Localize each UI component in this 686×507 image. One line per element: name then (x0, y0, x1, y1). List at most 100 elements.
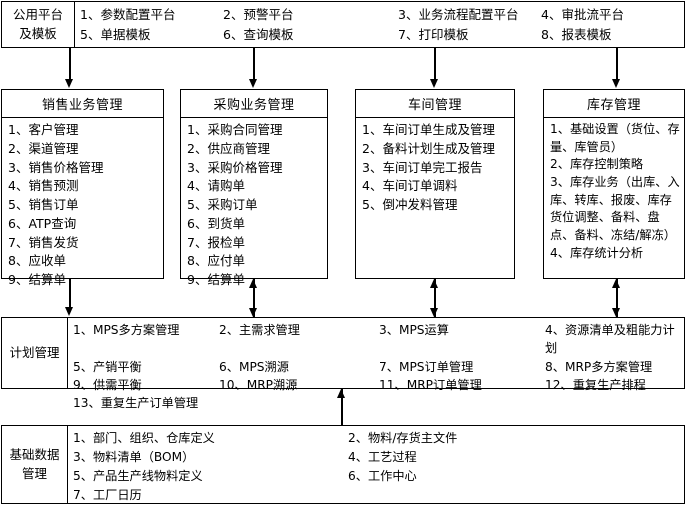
module-item: 1、采购合同管理 (187, 122, 283, 137)
platform-to-inventory-arrow (612, 79, 620, 88)
module-item: 4、库存统计分析 (550, 245, 644, 260)
public-platform-items: 1、参数配置平台 2、预警平台 3、业务流程配置平台 4、审批流平台 5、单据模… (75, 2, 684, 47)
base-data-label-line2: 管理 (21, 465, 47, 481)
purchase-planning-line (253, 279, 255, 317)
module-box-workshop: 车间管理 1、车间订单生成及管理 2、备料计划生成及管理 3、车间订单完工报告 … (355, 89, 515, 279)
purchase-to-planning-arrow-up (249, 279, 257, 288)
sales-to-planning-arrow (65, 307, 73, 316)
base-to-planning-line (341, 389, 343, 425)
platform-item: 4、审批流平台 (541, 7, 624, 22)
public-platform-label-line1: 公用平台 (12, 7, 63, 23)
platform-to-inventory-line (616, 48, 618, 81)
module-item: 5、采购订单 (187, 197, 258, 212)
planning-item: 8、MRP多方案管理 (545, 359, 653, 374)
module-item: 8、应付单 (187, 253, 245, 269)
planning-item: 3、MPS运算 (379, 323, 449, 337)
planning-item: 11、MRP订单管理 (379, 377, 482, 392)
platform-to-sales-arrow (65, 79, 73, 88)
module-item: 8、应收单 (8, 253, 66, 269)
base-data-item: 5、产品生产线物料定义 (73, 468, 203, 483)
module-items-sales: 1、客户管理 2、渠道管理 3、销售价格管理 4、销售预测 5、销售订单 6、A… (2, 118, 163, 292)
platform-item: 7、打印模板 (398, 27, 469, 43)
module-item: 6、到货单 (187, 215, 245, 231)
base-data-label-line1: 基础数据 (9, 447, 60, 463)
module-item: 7、销售发货 (8, 234, 79, 250)
base-to-planning-arrow (337, 389, 345, 398)
module-item: 1、基础设置（货位、存量、库管员） (550, 122, 680, 154)
module-item: 2、备料计划生成及管理 (362, 140, 495, 156)
module-item: 1、车间订单生成及管理 (362, 122, 495, 137)
planning-item: 6、MPS溯源 (219, 359, 289, 374)
planning-management-label: 计划管理 (2, 318, 68, 388)
module-title-sales: 销售业务管理 (2, 90, 163, 118)
planning-label-text: 计划管理 (9, 344, 60, 360)
platform-item: 1、参数配置平台 (80, 7, 176, 22)
base-data-item: 7、工厂日历 (73, 487, 142, 502)
platform-item: 8、报表模板 (541, 27, 612, 43)
planning-item: 13、重复生产订单管理 (73, 396, 199, 411)
workshop-to-planning-arrow-down (430, 308, 438, 317)
public-platform-box: 公用平台 及模板 1、参数配置平台 2、预警平台 3、业务流程配置平台 4、审批… (1, 1, 685, 48)
planning-item: 5、产销平衡 (73, 359, 142, 374)
base-data-item: 6、工作中心 (348, 468, 417, 483)
platform-to-purchase-arrow (249, 79, 257, 88)
base-data-item: 4、工艺过程 (348, 449, 417, 464)
module-item: 1、客户管理 (8, 122, 79, 137)
module-item: 6、ATP查询 (8, 215, 77, 231)
planning-item: 2、主需求管理 (219, 323, 300, 337)
module-items-workshop: 1、车间订单生成及管理 2、备料计划生成及管理 3、车间订单完工报告 4、车间订… (356, 118, 514, 217)
module-item: 7、报检单 (187, 234, 245, 250)
inventory-to-planning-arrow-up (612, 279, 620, 288)
planning-items: 1、MPS多方案管理 2、主需求管理 3、MPS运算 4、资源清单及粗能力计划 … (68, 318, 684, 410)
module-box-sales: 销售业务管理 1、客户管理 2、渠道管理 3、销售价格管理 4、销售预测 5、销… (1, 89, 164, 287)
platform-to-sales-line (69, 48, 71, 81)
inventory-to-planning-arrow-down (612, 308, 620, 317)
planning-item: 10、MRP溯源 (219, 377, 298, 392)
module-item: 5、销售订单 (8, 197, 79, 212)
module-item: 9、结算单 (8, 272, 66, 287)
module-item: 9、结算单 (187, 272, 245, 287)
module-title-inventory: 库存管理 (544, 90, 684, 118)
module-item: 3、采购价格管理 (187, 159, 283, 175)
platform-to-workshop-arrow (430, 79, 438, 88)
base-data-item: 3、物料清单（BOM） (73, 449, 195, 464)
planning-item: 4、资源清单及粗能力计划 (545, 323, 675, 356)
module-item: 3、库存业务（出库、入库、转库、报废、库存货位调整、备料、盘点、备料、冻结/解冻… (550, 175, 680, 243)
module-item: 3、车间订单完工报告 (362, 159, 483, 175)
module-title-workshop: 车间管理 (356, 90, 514, 118)
module-item: 5、倒冲发料管理 (362, 197, 458, 212)
planning-management-box: 计划管理 1、MPS多方案管理 2、主需求管理 3、MPS运算 4、资源清单及粗… (1, 317, 685, 410)
sales-to-planning-line (69, 279, 71, 309)
module-title-purchase: 采购业务管理 (181, 90, 327, 118)
planning-item: 12、重复生产排程 (545, 377, 646, 392)
module-item: 2、供应商管理 (187, 140, 270, 156)
module-item: 4、车间订单调料 (362, 178, 458, 194)
base-data-items: 1、部门、组织、仓库定义 2、物料/存货主文件 3、物料清单（BOM） 4、工艺… (68, 426, 684, 503)
platform-item: 2、预警平台 (223, 7, 294, 22)
module-item: 4、请购单 (187, 178, 245, 194)
module-box-inventory: 库存管理 1、基础设置（货位、存量、库管员） 2、库存控制策略 3、库存业务（出… (543, 89, 685, 279)
public-platform-label-line2: 及模板 (19, 25, 57, 41)
inventory-planning-line (616, 279, 618, 317)
module-item: 4、销售预测 (8, 178, 79, 194)
workshop-to-planning-arrow-up (430, 279, 438, 288)
base-data-item: 2、物料/存货主文件 (348, 431, 458, 445)
base-data-item: 1、部门、组织、仓库定义 (73, 431, 215, 445)
platform-to-purchase-line (253, 48, 255, 81)
purchase-to-planning-arrow-down (249, 308, 257, 317)
public-platform-label: 公用平台 及模板 (2, 2, 75, 47)
planning-item: 9、供需平衡 (73, 377, 142, 392)
platform-item: 3、业务流程配置平台 (398, 7, 519, 22)
planning-item: 7、MPS订单管理 (379, 359, 474, 374)
workshop-planning-line (434, 279, 436, 317)
module-item: 3、销售价格管理 (8, 159, 104, 175)
module-items-inventory: 1、基础设置（货位、存量、库管员） 2、库存控制策略 3、库存业务（出库、入库、… (544, 118, 684, 265)
module-items-purchase: 1、采购合同管理 2、供应商管理 3、采购价格管理 4、请购单 5、采购订单 6… (181, 118, 327, 292)
platform-to-workshop-line (434, 48, 436, 81)
platform-item: 5、单据模板 (80, 27, 151, 43)
base-data-label: 基础数据 管理 (2, 426, 68, 503)
module-item: 2、渠道管理 (8, 140, 79, 156)
module-box-purchase: 采购业务管理 1、采购合同管理 2、供应商管理 3、采购价格管理 4、请购单 5… (180, 89, 328, 287)
module-item: 2、库存控制策略 (550, 157, 644, 172)
